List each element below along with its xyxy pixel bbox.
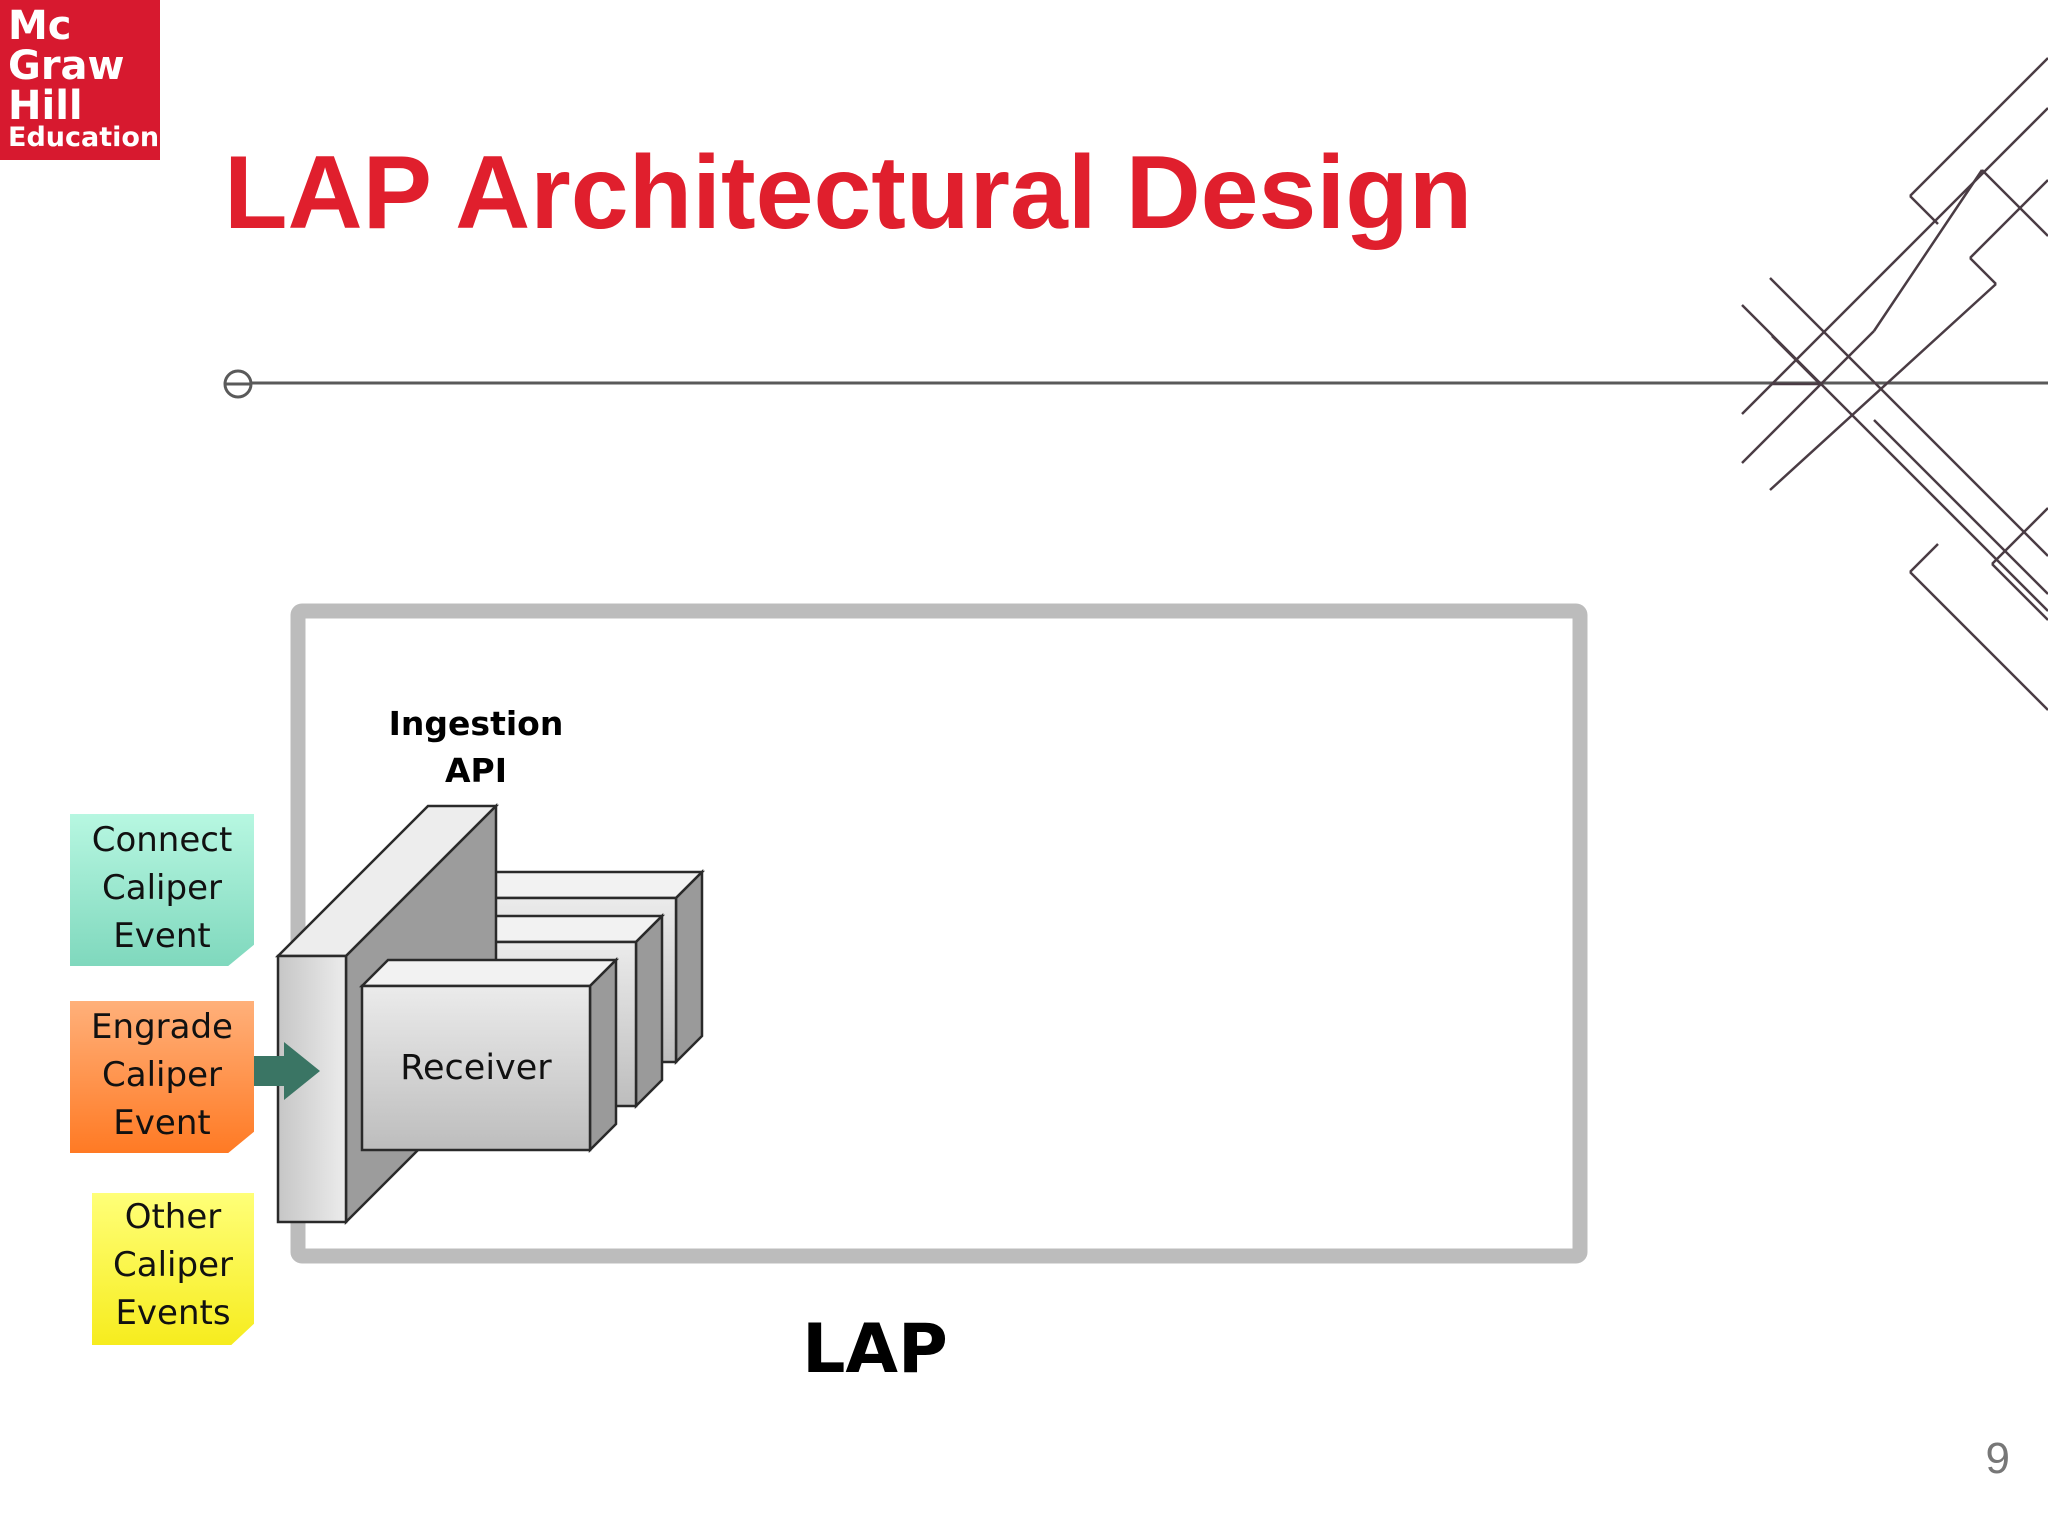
decorative-lattice bbox=[1741, 57, 2048, 711]
other-note-line-2: Caliper bbox=[113, 1245, 233, 1285]
slide-title: LAP Architectural Design bbox=[224, 135, 1473, 251]
logo-text-mc: Mc bbox=[8, 3, 72, 49]
connect-note-line-1: Connect bbox=[91, 820, 233, 860]
engrade-caliper-event-note: Engrade Caliper Event bbox=[70, 1001, 254, 1153]
mcgraw-hill-education-logo: Mc Graw Hill Education bbox=[0, 0, 160, 160]
other-note-line-1: Other bbox=[124, 1197, 222, 1237]
connect-caliper-event-note: Connect Caliper Event bbox=[70, 814, 254, 966]
ingestion-label-line-2: API bbox=[444, 751, 507, 790]
logo-text-graw: Graw bbox=[8, 43, 125, 89]
flow-arrow bbox=[254, 1042, 320, 1100]
other-caliper-events-note: Other Caliper Events bbox=[92, 1193, 254, 1345]
engrade-note-line-2: Caliper bbox=[102, 1055, 222, 1095]
ingestion-label-line-1: Ingestion bbox=[388, 704, 564, 743]
connect-note-line-2: Caliper bbox=[102, 868, 222, 908]
receiver-box-1 bbox=[358, 956, 620, 1154]
lap-container-label: LAP bbox=[802, 1310, 948, 1389]
engrade-note-line-1: Engrade bbox=[91, 1007, 233, 1047]
page-number: 9 bbox=[1985, 1434, 2010, 1483]
engrade-note-line-3: Event bbox=[113, 1103, 211, 1143]
receiver-label: Receiver bbox=[400, 1048, 552, 1088]
logo-text-education: Education bbox=[8, 122, 160, 153]
ingestion-api-label: Ingestion API bbox=[380, 700, 572, 794]
other-note-line-3: Events bbox=[115, 1293, 231, 1333]
title-divider bbox=[223, 369, 2048, 399]
connect-note-line-3: Event bbox=[113, 916, 211, 956]
logo-text-hill: Hill bbox=[8, 83, 83, 129]
